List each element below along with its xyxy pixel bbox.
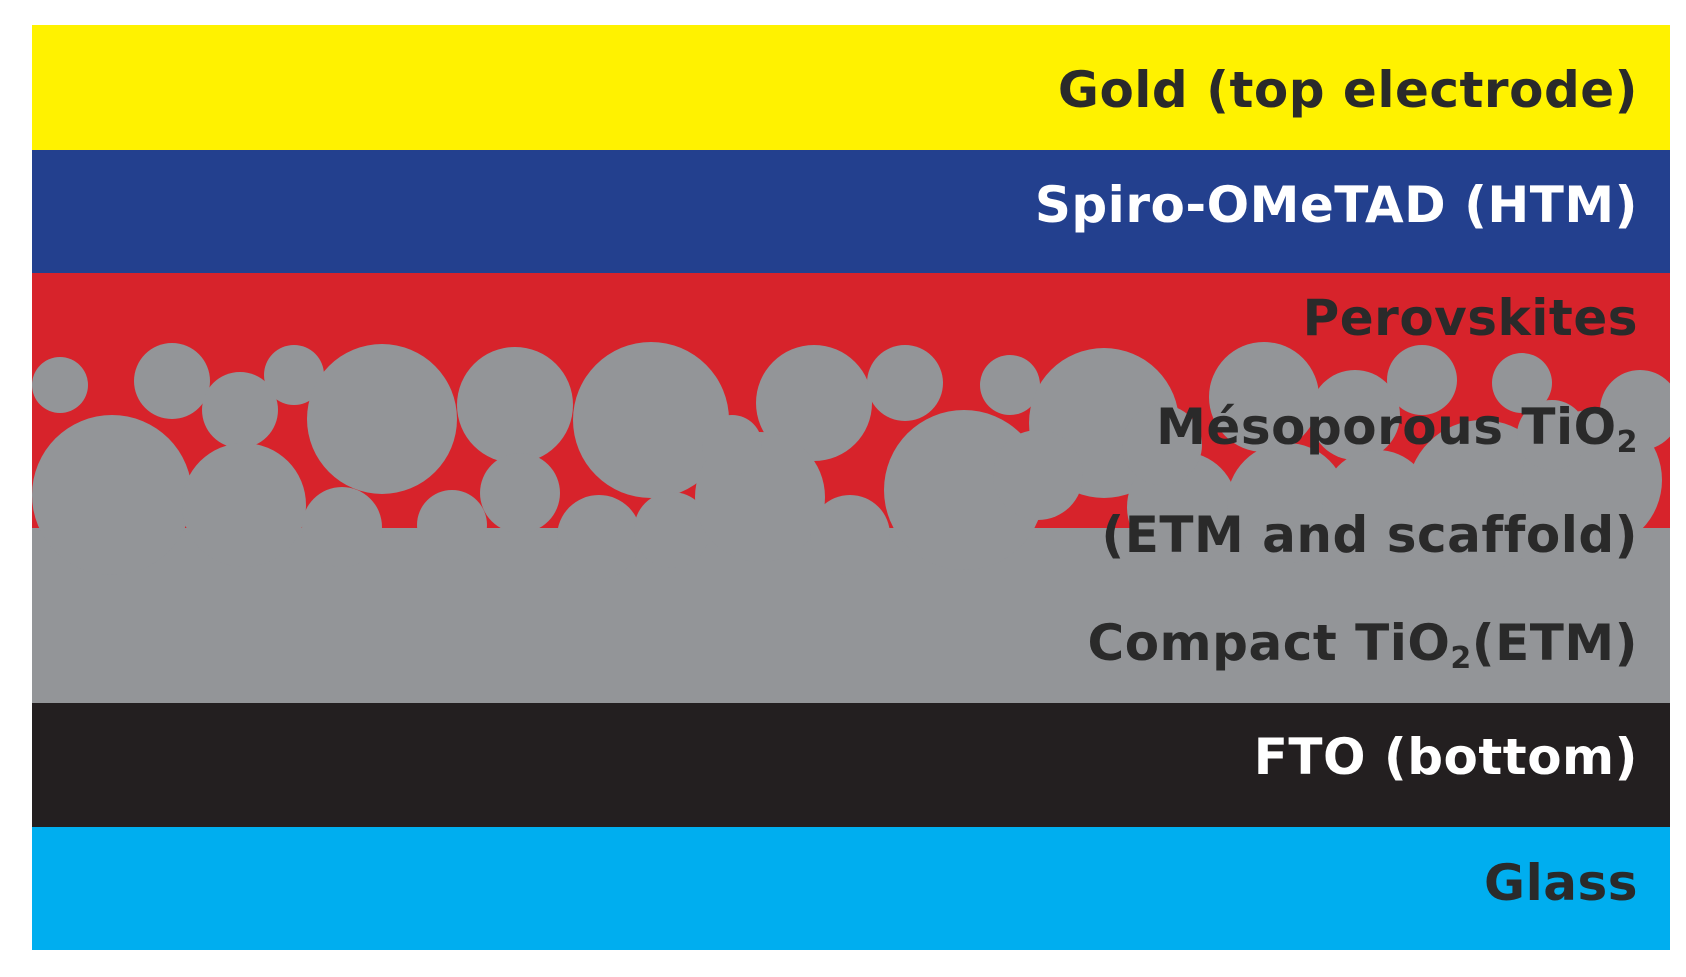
tio2-particle-32: [1600, 370, 1670, 450]
compact-tio2-label: Compact TiO2(ETM): [1088, 618, 1638, 674]
tio2-particle-28: [1227, 443, 1347, 563]
glass-label: Glass: [1484, 854, 1638, 912]
tio2-particle-14: [1387, 345, 1457, 415]
tio2-particle-4: [264, 345, 324, 405]
tio2-particle-33: [1517, 400, 1587, 470]
solar-cell-layer-stack: Gold (top electrode) Spiro-OMeTAD (HTM) …: [32, 25, 1670, 950]
glass-layer: [32, 827, 1670, 950]
tio2-particle-1: [32, 357, 88, 413]
tio2-particle-9: [867, 345, 943, 421]
fto-layer: [32, 703, 1670, 827]
tio2-particle-17: [182, 443, 306, 567]
compact-tio2-label-subscript: 2: [1450, 641, 1472, 676]
tio2-particle-3: [202, 372, 278, 448]
mesoporous-tio2-label: Mésoporous TiO2: [1156, 402, 1638, 458]
tio2-particle-2: [134, 343, 210, 419]
tio2-particle-12: [1209, 342, 1319, 452]
mesoporous-tio2-particles: [32, 342, 1670, 579]
tio2-particle-24: [810, 495, 890, 575]
tio2-particle-21: [557, 495, 641, 579]
spiro-ometad-label: Spiro-OMeTAD (HTM): [1034, 176, 1638, 234]
tio2-particle-6: [457, 347, 573, 463]
tio2-particle-35: [702, 415, 762, 475]
tio2-particle-19: [417, 490, 487, 560]
gold-layer: [32, 25, 1670, 150]
tio2-particle-16: [32, 415, 192, 575]
perovskite-label: Perovskites: [1302, 289, 1638, 347]
tio2-particle-10: [980, 355, 1040, 415]
tio2-particle-20: [480, 453, 560, 533]
tio2-particle-8: [756, 345, 872, 461]
tio2-particle-15: [1492, 353, 1552, 413]
gold-label: Gold (top electrode): [1057, 61, 1638, 119]
tio2-particle-13: [1310, 370, 1400, 460]
tio2-particle-26: [993, 430, 1083, 520]
tio2-particle-34: [1122, 405, 1202, 485]
tio2-particle-29: [1322, 450, 1432, 560]
tio2-particle-7: [573, 342, 729, 498]
fto-label: FTO (bottom): [1253, 728, 1638, 786]
tio2-particle-30: [1407, 420, 1557, 570]
mesoporous-tio2-label-main: Mésoporous TiO: [1156, 398, 1617, 456]
tio2-particle-5: [307, 344, 457, 494]
compact-tio2-label-main: Compact TiO: [1087, 614, 1451, 672]
tio2-particle-22: [634, 492, 710, 568]
etm-scaffold-label: (ETM and scaffold): [1101, 506, 1638, 564]
tio2-particle-18: [302, 487, 382, 567]
mesoporous-tio2-label-subscript: 2: [1616, 425, 1638, 460]
spiro-ometad-layer: [32, 150, 1670, 273]
compact-tio2-label-tail: (ETM): [1471, 614, 1638, 672]
